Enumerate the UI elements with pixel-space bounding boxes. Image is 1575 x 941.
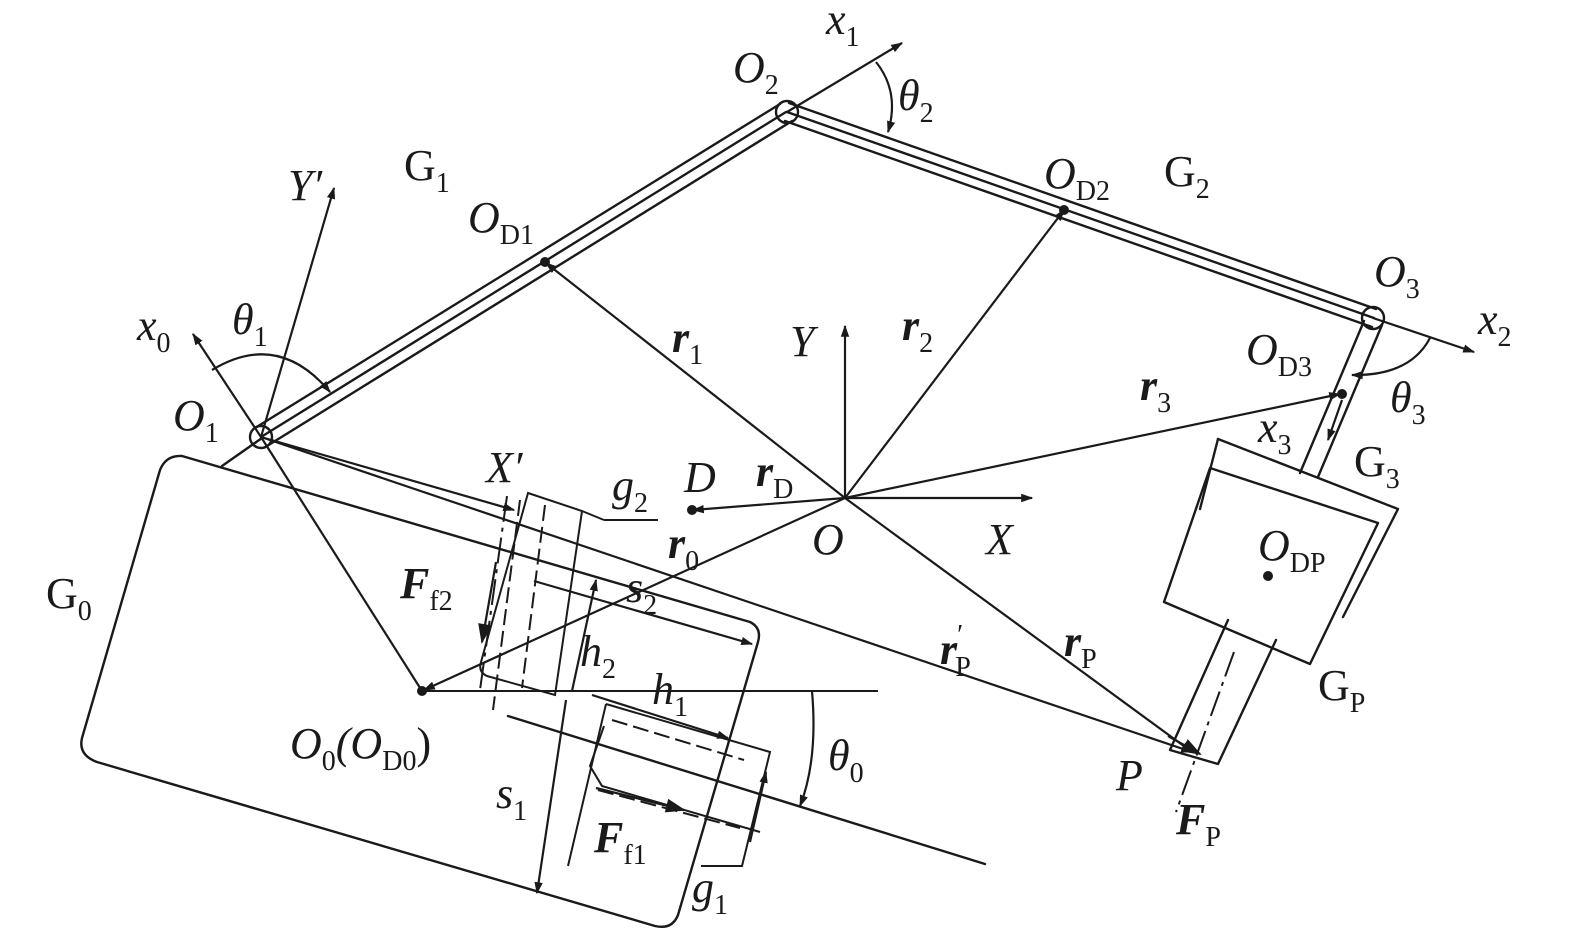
point-od1 [540, 257, 550, 267]
dimension-g1 [748, 770, 768, 843]
label-h2: h2 [580, 627, 616, 685]
dimension-s2 [533, 579, 754, 646]
label-gp: GP [1318, 661, 1365, 719]
axis-y-prime [259, 186, 336, 438]
vector-rp-prime [260, 435, 1194, 754]
label-theta1: θ1 [232, 295, 268, 353]
label-od3: OD3 [1246, 325, 1312, 383]
label-s2: s2 [626, 563, 657, 621]
dimension-h2 [570, 578, 598, 692]
label-x-prime: X′ [484, 443, 524, 492]
point-d [687, 505, 697, 515]
vector-rp [844, 497, 1193, 753]
joint-o3 [1360, 305, 1386, 331]
label-o2: O2 [733, 43, 779, 101]
label-g1: G1 [404, 141, 450, 199]
axis-x1 [786, 42, 904, 113]
vector-r3 [844, 392, 1342, 500]
label-s1: s1 [496, 769, 527, 827]
label-y: Y [790, 317, 819, 366]
label-rp-prime: r′P [940, 620, 971, 683]
point-od3 [1337, 389, 1347, 399]
point-odp [1263, 571, 1273, 581]
label-theta0: θ0 [828, 731, 864, 789]
base-body-g0 [80, 436, 987, 929]
label-g0: G0 [46, 569, 92, 627]
vector-rd [691, 496, 846, 514]
label-g2: G2 [1164, 147, 1210, 205]
label-od2: OD2 [1044, 149, 1110, 207]
label-x2: x2 [1477, 295, 1512, 353]
angle-theta2-arc [875, 61, 896, 134]
line-o1-o0 [260, 436, 423, 692]
label-d: D [683, 453, 716, 502]
vector-r1 [545, 262, 846, 499]
label-theta3: θ3 [1390, 373, 1426, 431]
label-x3: x3 [1257, 403, 1292, 461]
label-r3: r3 [1140, 361, 1171, 419]
label-x1: x1 [825, 0, 860, 53]
label-r2: r2 [902, 301, 933, 359]
dimension-s1 [534, 699, 568, 895]
label-g1-dim: g1 [692, 863, 728, 921]
joint-o2 [774, 99, 800, 125]
label-o: O [812, 515, 844, 564]
label-p: P [1115, 751, 1143, 800]
force-fp [1167, 735, 1202, 755]
label-rd: rD [756, 447, 793, 505]
label-theta2: θ2 [898, 71, 934, 129]
track-block-2 [479, 491, 658, 711]
label-g2-dim: g2 [612, 461, 648, 519]
label-ff2: Ff2 [399, 559, 453, 617]
angle-theta0-arc [798, 690, 815, 808]
label-o0: O0(OD0) [290, 719, 431, 777]
angle-theta3-arc [1350, 337, 1431, 380]
label-x: X [984, 515, 1015, 564]
payload-gp [1162, 437, 1400, 813]
label-odp: ODP [1258, 521, 1326, 579]
link-g2 [783, 101, 1378, 329]
point-o0 [417, 686, 427, 696]
joint-o1 [248, 424, 274, 450]
label-ff1: Ff1 [593, 813, 647, 871]
label-g3: G3 [1354, 437, 1400, 495]
vector-r0 [422, 496, 846, 692]
label-r0: r0 [668, 519, 699, 577]
label-x0: x0 [136, 301, 171, 359]
label-r1: r1 [672, 313, 703, 371]
label-o1: O1 [173, 391, 219, 449]
force-ff2 [478, 561, 498, 644]
axis-x2 [1372, 316, 1476, 354]
vector-r2 [844, 209, 1065, 499]
label-od1: OD1 [468, 193, 534, 251]
force-ff1 [595, 786, 686, 813]
angle-theta3-link-arrow [1326, 399, 1344, 442]
axis-x0 [192, 332, 262, 438]
axis-x-prime [260, 435, 516, 512]
label-y-prime: Y′ [288, 161, 323, 210]
label-rp: rP [1064, 617, 1097, 675]
label-h1: h1 [652, 665, 688, 723]
label-fp: FP [1175, 795, 1221, 853]
angle-theta1-arc [211, 353, 331, 393]
label-o3: O3 [1374, 247, 1420, 305]
link-g1 [253, 102, 794, 448]
dimension-h1 [591, 693, 730, 740]
point-od2 [1059, 205, 1069, 215]
